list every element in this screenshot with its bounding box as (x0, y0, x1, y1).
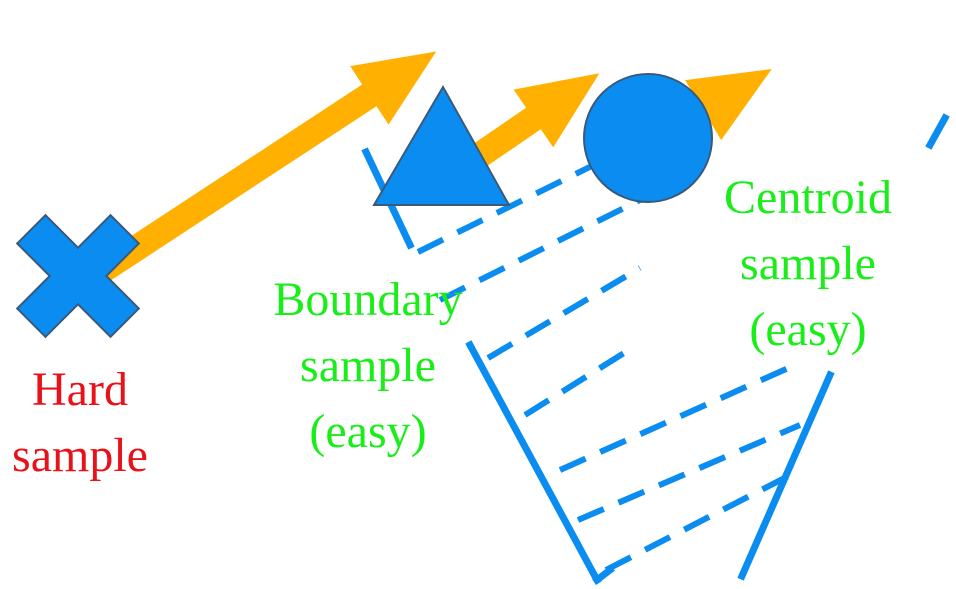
hard-label-line: Hard (32, 363, 128, 416)
dashed-line (416, 149, 622, 255)
centroid-sample-label: Centroid sample (easy) (698, 165, 918, 363)
dashed-line (438, 197, 642, 303)
centroid-label-line: (easy) (749, 303, 867, 356)
funnel-dashed-lines (416, 149, 802, 573)
funnel-right-upper-edge (925, 113, 950, 150)
dashed-line (558, 362, 797, 473)
dashed-line (576, 422, 802, 523)
boundary-label-line: sample (300, 339, 436, 392)
hard-label-line: sample (12, 429, 148, 482)
funnel-left-lower-edge (465, 340, 602, 585)
boundary-sample-label: Boundary sample (easy) (250, 267, 486, 465)
dashed-line (486, 265, 642, 361)
centroid-label-line: sample (740, 237, 876, 290)
triangle-icon (372, 84, 511, 206)
boundary-label-line: (easy) (309, 405, 427, 458)
boundary-label-line: Boundary (273, 273, 463, 326)
hard-sample-arrow (92, 51, 437, 283)
boundary-sample-arrow (462, 73, 600, 173)
dashed-line (523, 345, 634, 418)
hard-sample-label: Hard sample (0, 357, 160, 489)
centroid-label-line: Centroid (724, 171, 892, 224)
circle-icon (583, 73, 713, 203)
x-mark-icon (15, 213, 141, 339)
dashed-line (604, 467, 802, 573)
